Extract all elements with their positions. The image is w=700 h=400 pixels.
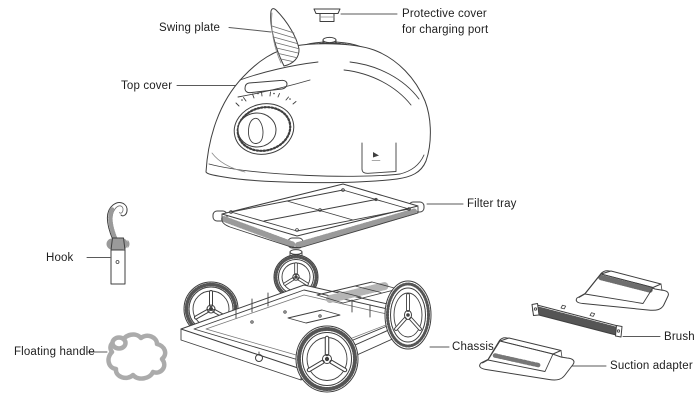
label-protective-cover-line1: Protective cover <box>402 8 487 20</box>
label-floating-handle: Floating handle <box>14 346 95 358</box>
top-cover-part <box>205 36 431 184</box>
hook-part <box>106 202 130 285</box>
label-brush: Brush <box>664 331 695 343</box>
label-protective-cover: Protective cover for charging port <box>402 6 488 38</box>
label-swing-plate: Swing plate <box>159 22 221 34</box>
label-hook: Hook <box>46 252 74 264</box>
label-suction-adapter: Suction adapter <box>610 360 693 372</box>
swing-plate-part <box>270 8 300 67</box>
protective-cover-part <box>313 8 341 22</box>
suction-adapter-part <box>479 337 575 381</box>
brush-holder-part <box>575 270 669 311</box>
filter-tray-part <box>212 183 425 260</box>
label-filter-tray: Filter tray <box>467 198 517 210</box>
chassis-wheel-front-center <box>295 325 359 393</box>
label-protective-cover-line2: for charging port <box>402 24 489 36</box>
leader-lines <box>86 13 661 367</box>
chassis-wheel-front-right <box>384 280 432 350</box>
chassis-part <box>180 254 432 393</box>
brush-part <box>531 303 623 338</box>
label-chassis: Chassis <box>452 341 494 353</box>
brand-mark <box>373 152 379 158</box>
tray-screws <box>229 188 411 232</box>
knob-tick-marks <box>235 91 297 107</box>
floating-handle-part <box>106 332 168 381</box>
label-top-cover: Top cover <box>121 80 173 92</box>
